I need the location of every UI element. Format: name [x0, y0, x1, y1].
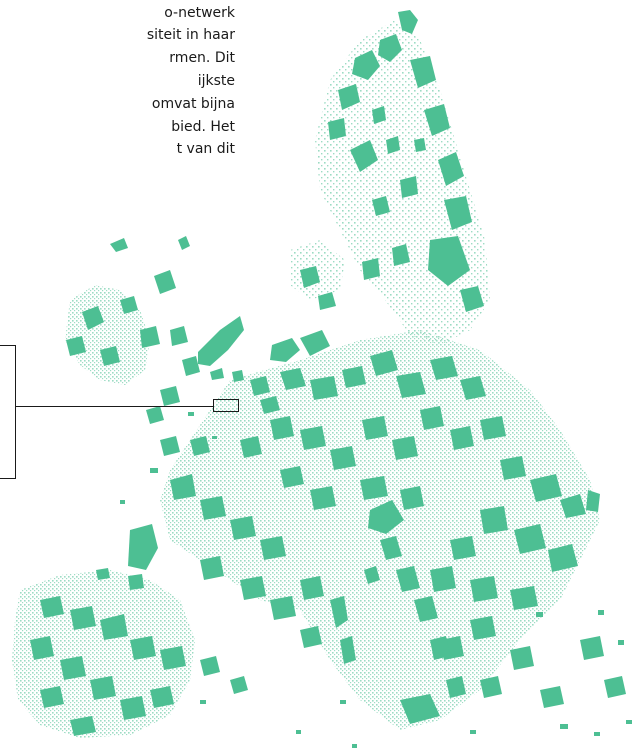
balkan-sites [430, 506, 626, 708]
intro-paragraph: o-netwerk siteit in haar rmen. Dit ijkst… [0, 0, 235, 220]
british-isles-sites [66, 236, 200, 424]
callout-leader-line [15, 406, 213, 407]
iberia-sites [30, 596, 248, 736]
central-europe-sites [240, 350, 600, 518]
italy-sites [330, 500, 466, 724]
scandinavia-sites [300, 10, 484, 312]
scattered-sites [120, 412, 632, 748]
intro-line: omvat bijna [151, 96, 235, 112]
north-sea-sites [198, 316, 330, 414]
callout-target-frame [213, 399, 239, 412]
france-sites [96, 436, 324, 648]
intro-line: rmen. Dit [169, 50, 235, 66]
intro-line: siteit in haar [146, 27, 235, 43]
intro-line: ijkste [197, 73, 235, 89]
intro-line: bied. Het [171, 119, 235, 135]
intro-line: o-netwerk [164, 5, 235, 21]
intro-line: t van dit [176, 141, 235, 157]
inset-box [0, 345, 16, 479]
